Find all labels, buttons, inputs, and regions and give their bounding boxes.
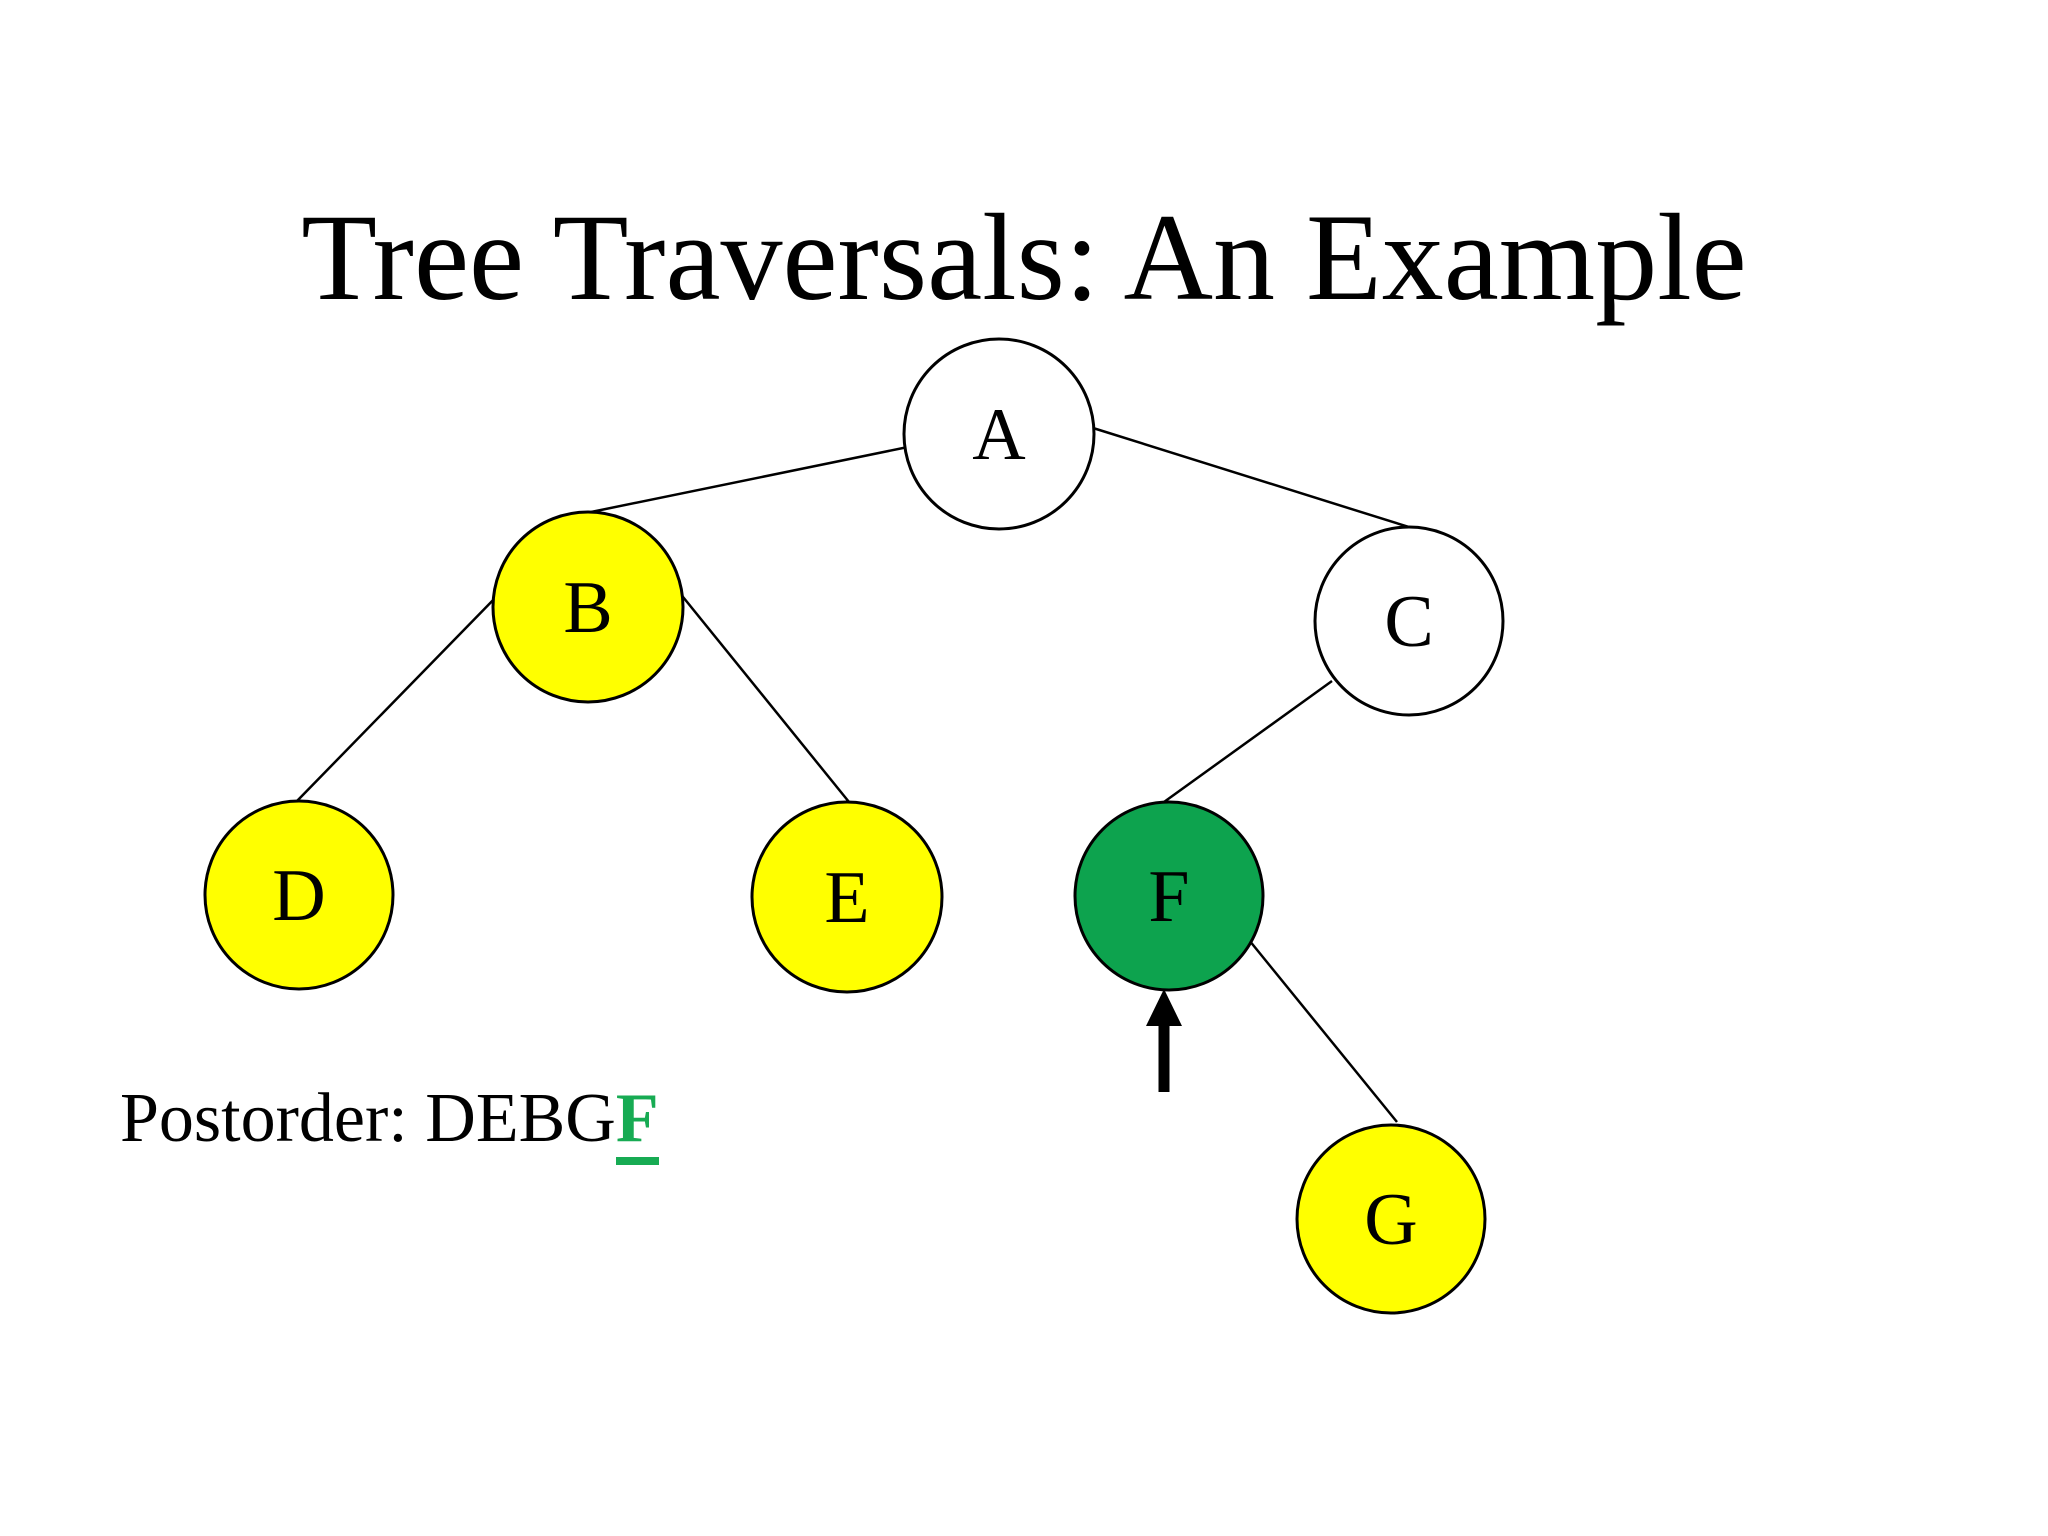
node-D-circle: [203, 799, 395, 991]
edge-C-F: [1163, 679, 1333, 804]
node-E-label: E: [824, 857, 869, 939]
node-D-label: D: [272, 855, 325, 937]
slide-title: Tree Traversals: An Example: [301, 189, 1747, 326]
caption-current-node: F: [615, 1080, 659, 1165]
node-F-circle: [1073, 800, 1265, 992]
node-E-circle: [750, 800, 944, 994]
caption-label: Postorder:: [120, 1080, 408, 1157]
node-B-label: B: [563, 567, 612, 649]
edge-A-B: [590, 445, 909, 514]
edge-B-E: [678, 591, 850, 803]
edge-B-D: [296, 593, 500, 802]
node-G-label: G: [1364, 1179, 1417, 1261]
node-C-circle: [1313, 525, 1505, 717]
edge-F-G: [1248, 939, 1398, 1123]
node-A-circle: [902, 337, 1096, 531]
node-A-label: A: [972, 394, 1025, 476]
node-C-label: C: [1384, 581, 1433, 663]
caption-visited-sequence: DEBG: [425, 1080, 616, 1157]
node-F-label: F: [1148, 856, 1189, 938]
node-B-circle: [491, 510, 685, 704]
traversal-caption: Postorder: DEBGF: [120, 1080, 659, 1165]
edge-A-C: [1092, 426, 1413, 530]
node-G-circle: [1295, 1123, 1487, 1315]
current-node-arrow-head: [1146, 989, 1182, 1026]
